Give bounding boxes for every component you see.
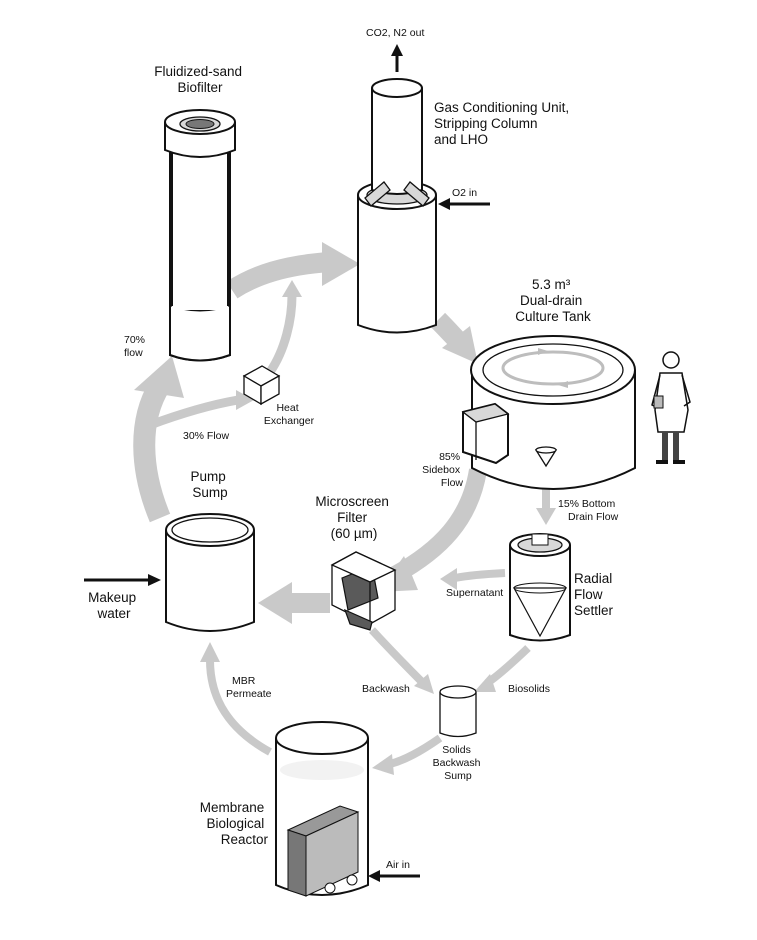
- co2-out-arrowhead: [391, 44, 403, 56]
- flow-arrow-mbr-permeate: [206, 659, 272, 756]
- o2-in-arrowhead: [438, 198, 450, 210]
- flow-arrowhead-supernatant: [440, 568, 457, 590]
- radial-flow-settler: [509, 533, 571, 642]
- label-co2-out: CO2, N2 out: [366, 27, 424, 39]
- flow-arrowhead-sump-to-biofilter: [134, 356, 184, 398]
- flow-arrowhead-hx-to-biofilter: [282, 280, 302, 297]
- solids-backwash-sump: [439, 685, 477, 738]
- makeup-water-arrowhead: [148, 574, 161, 586]
- flow-arrowhead-microscreen-to-sump: [258, 582, 292, 624]
- io-arrows: [84, 44, 490, 882]
- flow-arrow-backwash: [369, 627, 425, 685]
- flow-arrow-supernatant: [454, 569, 506, 582]
- flow-arrow-sump-to-mbr: [388, 734, 443, 768]
- microscreen-filter: [330, 551, 397, 631]
- label-o2-in: O2 in: [452, 187, 477, 199]
- pump-sump: [165, 513, 255, 632]
- flow-arrowhead-backwash: [414, 674, 434, 694]
- label-mbr-permeate: MBR Permeate: [226, 675, 272, 700]
- label-heat-exchanger: Heat Exchanger: [264, 402, 315, 427]
- label-backwash: Backwash: [362, 683, 410, 695]
- flow-arrow-hx-to-biofilter: [266, 294, 297, 375]
- culture-tank: [461, 335, 636, 490]
- label-biosolids: Biosolids: [508, 683, 550, 695]
- flow-arrow-30pct-branch: [148, 395, 239, 430]
- label-30pct-flow: 30% Flow: [183, 430, 230, 442]
- label-biofilter: Fluidized-sand Biofilter: [154, 64, 246, 95]
- label-makeup-water: Makeup water: [88, 590, 140, 621]
- flow-arrow-sump-to-biofilter: [133, 379, 171, 523]
- flow-arrowhead-biofilter-to-gas-unit: [322, 242, 360, 286]
- diagram-labels: CO2, N2 out Gas Conditioning Unit, Strip…: [88, 27, 618, 871]
- flow-arrowhead-sump-to-mbr: [372, 754, 394, 775]
- label-gas-unit: Gas Conditioning Unit, Stripping Column …: [434, 100, 573, 147]
- scientist-figure: [651, 351, 691, 464]
- label-tank: 5.3 m³ Dual-drain Culture Tank: [515, 277, 591, 324]
- label-70pct-flow: 70% flow: [124, 334, 148, 359]
- membrane-biological-reactor: [275, 721, 369, 897]
- flow-arrowhead-30pct-branch: [236, 390, 254, 410]
- label-microscreen: Microscreen Filter (60 µm): [315, 494, 392, 541]
- label-sidebox-flow: 85% Sidebox Flow: [422, 451, 463, 489]
- flow-arrowhead-biosolids: [474, 674, 496, 692]
- label-air-in: Air in: [386, 859, 410, 871]
- heat-exchanger: [242, 365, 281, 406]
- label-solids-sump: Solids Backwash Sump: [433, 744, 484, 782]
- flow-arrowhead-gas-unit-to-tank: [442, 326, 478, 364]
- flow-arrow-biofilter-to-gas-unit: [226, 252, 331, 299]
- membrane-module: [286, 805, 360, 897]
- label-pump-sump: Pump Sump: [190, 469, 229, 500]
- label-supernatant: Supernatant: [446, 587, 503, 599]
- air-in-arrowhead: [368, 870, 380, 882]
- gas-conditioning-unit: [357, 78, 437, 334]
- flow-arrowhead-bottom-drain: [536, 508, 556, 525]
- label-settler: Radial Flow Settler: [574, 571, 616, 618]
- label-mbr: Membrane Biological Reactor: [200, 800, 269, 847]
- flow-arrowhead-mbr-permeate: [200, 642, 220, 662]
- flow-arrow-sidebox-to-microscreen: [390, 468, 487, 583]
- label-bottom-drain: 15% Bottom Drain Flow: [558, 498, 619, 523]
- biofilter: [164, 109, 236, 362]
- flow-arrow-biosolids: [484, 645, 531, 687]
